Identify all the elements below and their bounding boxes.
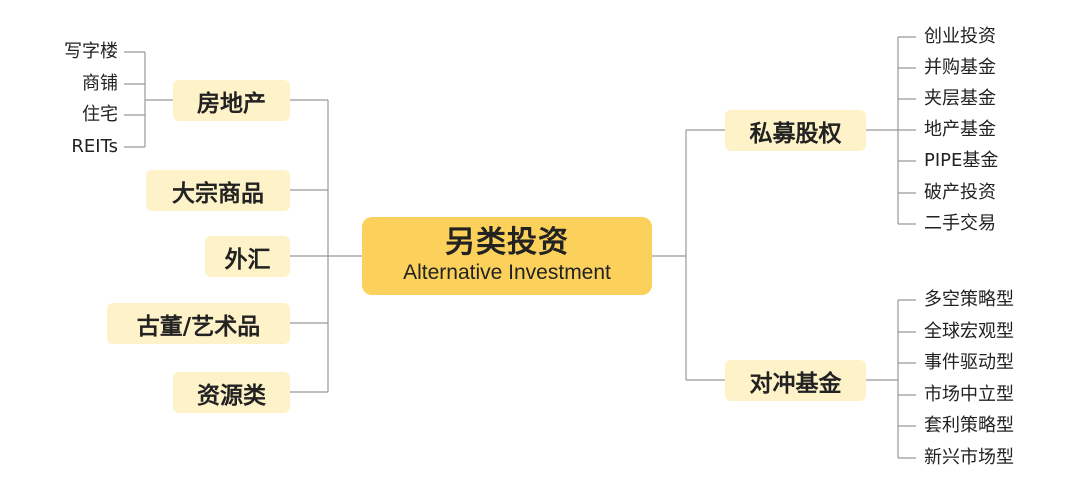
branch-hedge-fund: 对冲基金 xyxy=(725,360,866,401)
leaf-venture-capital: 创业投资 xyxy=(924,26,996,47)
leaf-retail: 商铺 xyxy=(82,73,118,94)
leaf-long-short: 多空策略型 xyxy=(924,289,1014,310)
leaf-pipe-fund: PIPE基金 xyxy=(924,150,999,171)
leaf-arbitrage: 套利策略型 xyxy=(924,415,1014,436)
leaf-reits: REITs xyxy=(71,136,118,157)
leaf-buyout-fund: 并购基金 xyxy=(924,57,996,78)
branch-commodities: 大宗商品 xyxy=(146,170,290,211)
leaf-emerging-markets: 新兴市场型 xyxy=(924,447,1014,468)
leaf-secondaries: 二手交易 xyxy=(924,213,996,234)
leaf-market-neutral: 市场中立型 xyxy=(924,384,1014,405)
branch-real-estate: 房地产 xyxy=(173,80,290,121)
branch-resources: 资源类 xyxy=(173,372,290,413)
branch-fx: 外汇 xyxy=(205,236,290,277)
connector-hedge-sub xyxy=(866,299,916,459)
leaf-real-estate-fund: 地产基金 xyxy=(924,119,996,140)
leaf-distressed-investment: 破产投资 xyxy=(924,182,996,203)
leaf-mezzanine-fund: 夹层基金 xyxy=(924,88,996,109)
center-title: 另类投资 xyxy=(445,225,569,260)
connector-realestate-sub xyxy=(124,51,173,148)
leaf-office: 写字楼 xyxy=(64,41,118,62)
center-subtitle: Alternative Investment xyxy=(403,261,611,284)
center-node: 另类投资 Alternative Investment xyxy=(362,217,652,295)
leaf-event-driven: 事件驱动型 xyxy=(924,352,1014,373)
leaf-residential: 住宅 xyxy=(82,104,118,125)
branch-private-equity: 私募股权 xyxy=(725,110,866,151)
branch-antiques-art: 古董/艺术品 xyxy=(107,303,290,344)
connector-pe-sub xyxy=(866,36,916,225)
leaf-global-macro: 全球宏观型 xyxy=(924,321,1014,342)
